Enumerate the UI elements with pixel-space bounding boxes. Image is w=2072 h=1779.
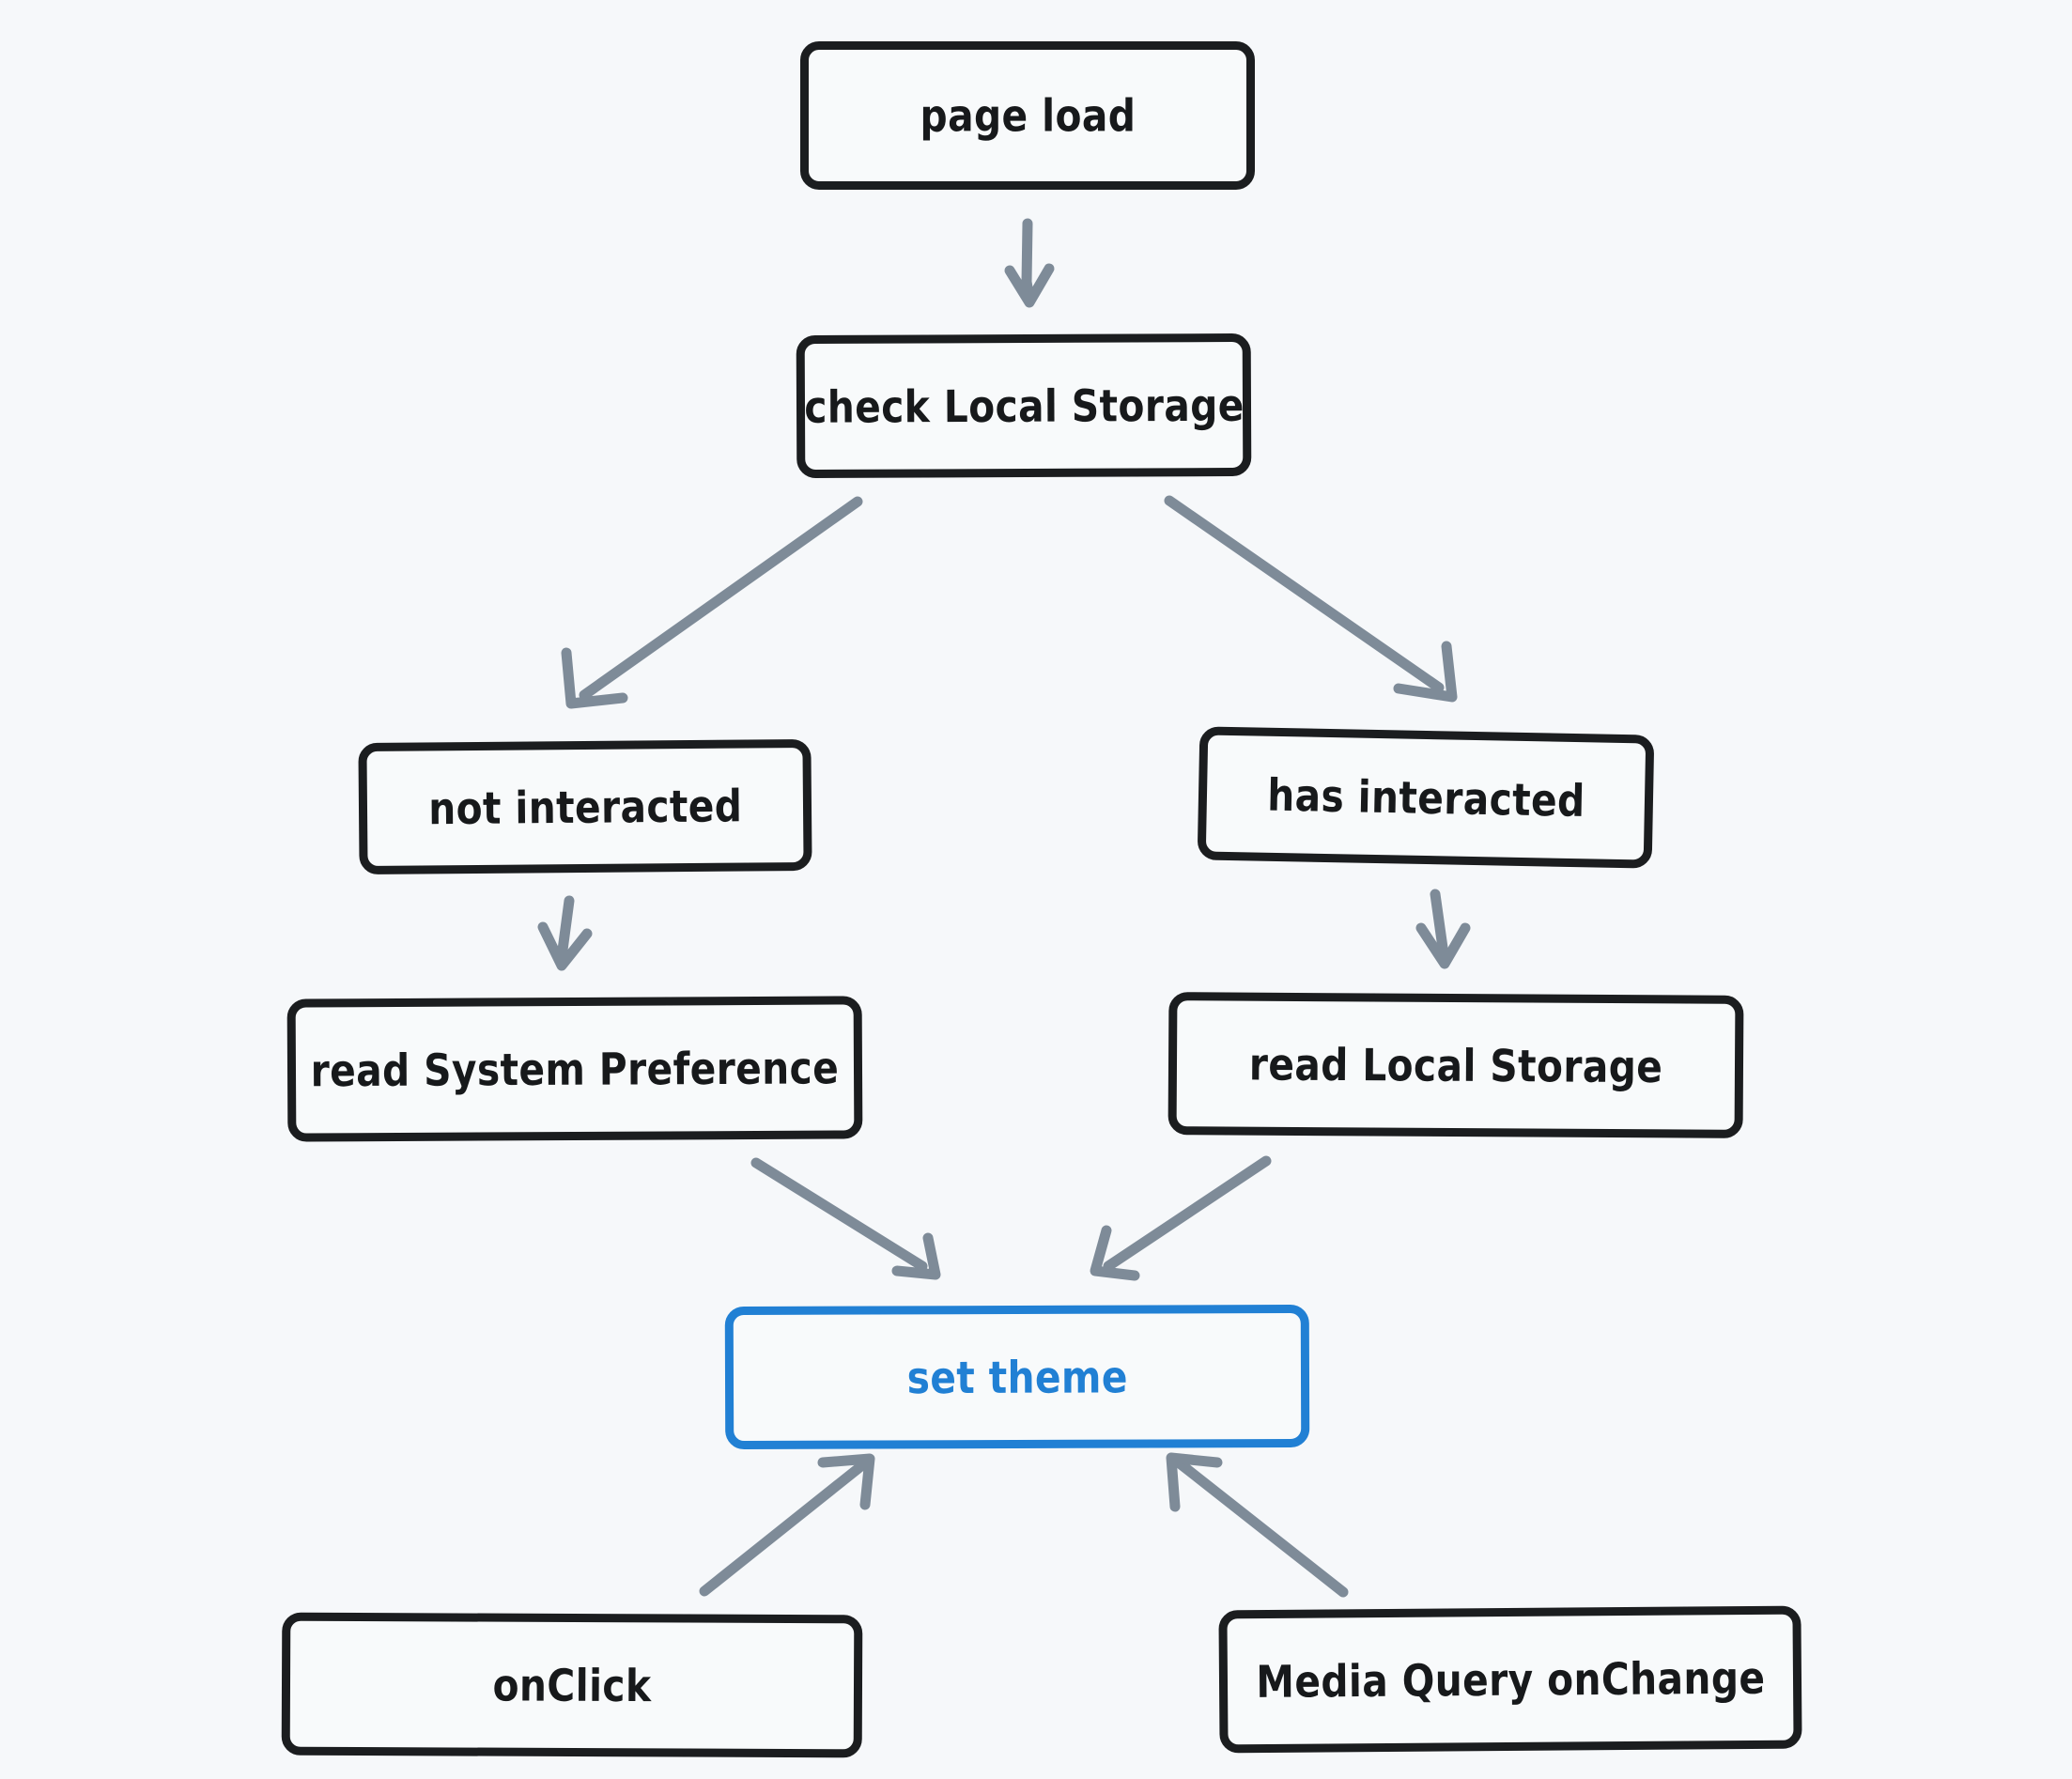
node-not-interacted[interactable]: not interacted [358,738,812,875]
node-media-query-onchange[interactable]: Media Query onChange [1218,1605,1802,1754]
node-has-interacted-label: has interacted [1266,768,1585,827]
node-not-interacted-label: not interacted [427,780,743,834]
node-read-local-storage-label: read Local Storage [1248,1038,1663,1092]
edge-read-system-preference-to-set-theme [750,1157,941,1280]
node-page-load-label: page load [920,89,1136,142]
edge-check-local-storage-to-not-interacted [561,496,863,709]
edge-media-query-onchange-to-set-theme [1166,1452,1349,1598]
edge-not-interacted-to-read-system-preference [537,895,593,971]
edge-has-interacted-to-read-local-storage [1415,889,1471,969]
edge-read-local-storage-to-set-theme [1090,1155,1272,1281]
node-media-query-onchange-label: Media Query onChange [1255,1651,1766,1708]
node-read-local-storage[interactable]: read Local Storage [1167,992,1744,1138]
edge-page-load-to-check-local-storage [1004,218,1055,308]
node-page-load[interactable]: page load [800,41,1255,190]
node-set-theme[interactable]: set theme [724,1304,1310,1450]
node-onclick-label: onClick [492,1659,652,1711]
node-onclick[interactable]: onClick [281,1612,863,1758]
node-check-local-storage[interactable]: check Local Storage [796,333,1252,479]
node-read-system-preference-label: read System Preference [310,1042,840,1096]
node-check-local-storage-label: check Local Storage [803,379,1245,433]
edge-onclick-to-set-theme [699,1453,875,1597]
node-read-system-preference[interactable]: read System Preference [286,996,863,1142]
edge-check-local-storage-to-has-interacted [1164,495,1458,703]
node-set-theme-label: set theme [906,1351,1128,1403]
node-has-interacted[interactable]: has interacted [1197,726,1655,869]
